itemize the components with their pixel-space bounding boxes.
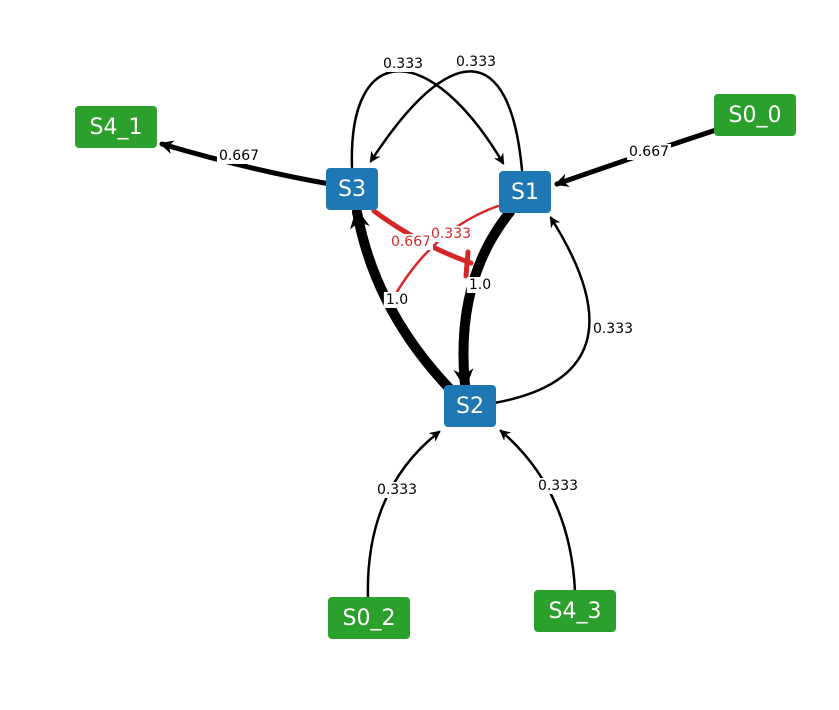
edge-label-background [380, 56, 426, 72]
node-label: S0_2 [343, 606, 396, 631]
node-label: S4_3 [549, 599, 602, 624]
node-box [328, 597, 410, 639]
edge-s1-to-s3-activation [369, 70, 524, 172]
edge-label-background [374, 482, 420, 498]
node-label: S0_0 [729, 103, 782, 128]
node-box [499, 171, 551, 213]
node-s0-2[interactable]: S0_2 [328, 597, 410, 639]
edge-weight-label: 0.333 [538, 478, 578, 494]
edge-s0_2-to-s2-activation [366, 430, 441, 600]
node-box [326, 168, 378, 210]
edge-s3-to-s4_1-activation [159, 140, 333, 187]
node-box [714, 94, 796, 136]
edge-weight-label: 0.667 [629, 144, 669, 160]
node-s4-3[interactable]: S4_3 [534, 590, 616, 632]
node-s0-0[interactable]: S0_0 [714, 94, 796, 136]
edge-label-background [535, 478, 581, 494]
node-box [444, 385, 496, 427]
node-label: S2 [456, 394, 484, 419]
edge-weight-label: 0.667 [219, 148, 259, 164]
edge-weight-label: 0.333 [377, 482, 417, 498]
node-s4-1[interactable]: S4_1 [75, 106, 157, 148]
edge-label-background [590, 321, 636, 337]
edge-label-background [388, 234, 434, 250]
edge-weight-label: 1.0 [386, 292, 408, 308]
edge-s2-to-s1-activation [492, 216, 591, 405]
edge-s3-to-s1-activation [350, 70, 505, 169]
node-label: S3 [338, 177, 366, 202]
node-s3[interactable]: S3 [326, 168, 378, 210]
edge-label-background [453, 54, 499, 70]
edge-weight-label: 1.0 [469, 277, 491, 293]
edge-label-background [383, 292, 411, 308]
edge-label-background [216, 148, 262, 164]
node-label: S4_1 [90, 115, 143, 140]
edge-label-background [626, 144, 672, 160]
edge-label-background [428, 226, 474, 242]
node-s2[interactable]: S2 [444, 385, 496, 427]
edge-weight-label: 0.333 [383, 56, 423, 72]
node-box [75, 106, 157, 148]
node-box [534, 590, 616, 632]
edge-weight-label: 0.333 [456, 54, 496, 70]
edge-weight-label: 0.667 [391, 234, 431, 250]
edge-weight-label: 0.333 [431, 226, 471, 242]
edge-s4_3-to-s2-activation [499, 429, 577, 593]
edge-s1-to-s3-inhibition [388, 204, 500, 306]
edge-label-background [466, 277, 494, 293]
edge-weight-label: 0.333 [593, 321, 633, 337]
node-s1[interactable]: S1 [499, 171, 551, 213]
inhibition-tee-marker [463, 249, 471, 279]
node-label: S1 [511, 180, 539, 205]
